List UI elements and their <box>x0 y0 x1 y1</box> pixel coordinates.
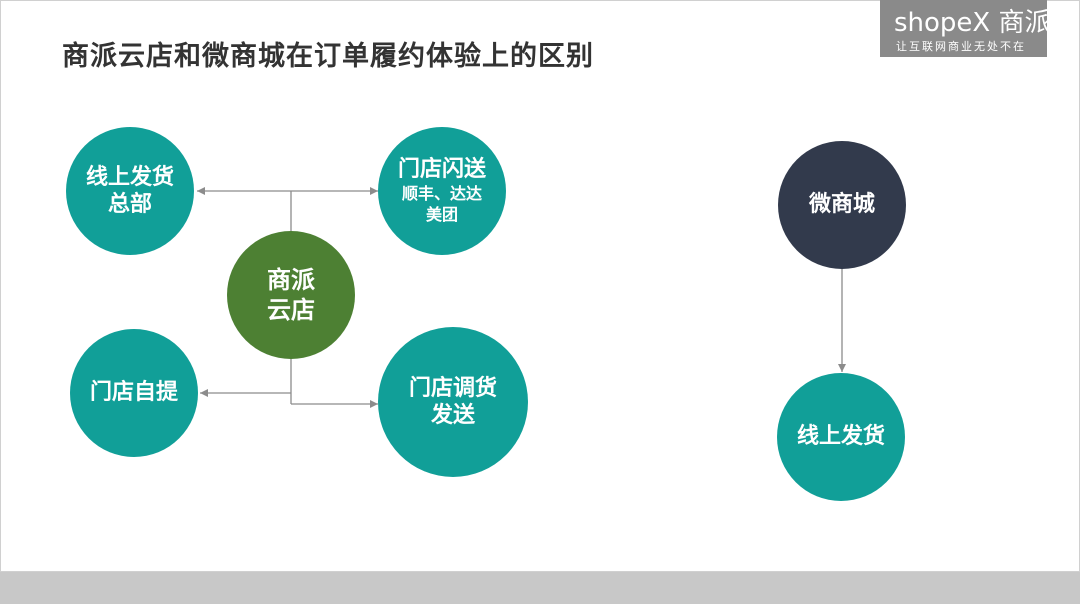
node-transfer-ship: 门店调货 发送 <box>378 327 528 477</box>
node-online-ship-line1: 线上发货 <box>796 424 885 450</box>
node-online-ship: 线上发货 <box>777 373 905 501</box>
node-flash-delivery-line2: 顺丰、达达 <box>401 183 482 203</box>
node-transfer-ship-line1: 门店调货 <box>408 375 497 401</box>
node-flash-delivery: 门店闪送 顺丰、达达 美团 <box>378 127 506 255</box>
shopex-logo: shopeX 商派 让互联网商业无处不在 <box>880 0 1051 57</box>
node-hub-line1: 商派 <box>267 266 315 294</box>
node-flash-delivery-line1: 门店闪送 <box>397 157 486 183</box>
logo-brand: shopeX 商派 <box>894 8 1051 38</box>
node-microstore: 微商城 <box>778 141 906 269</box>
node-online-hq-line1: 线上发货 <box>85 164 174 190</box>
node-transfer-ship-line2: 发送 <box>430 403 475 428</box>
node-microstore-line1: 微商城 <box>808 192 875 218</box>
node-online-hq-line2: 总部 <box>107 192 152 217</box>
node-online-hq: 线上发货 总部 <box>66 127 194 255</box>
logo-tagline: 让互联网商业无处不在 <box>896 40 1026 53</box>
node-self-pickup-line1: 门店自提 <box>89 380 178 406</box>
node-self-pickup: 门店自提 <box>70 329 198 457</box>
page-title: 商派云店和微商城在订单履约体验上的区别 <box>62 41 594 72</box>
node-hub-line2: 云店 <box>267 296 315 324</box>
node-hub: 商派 云店 <box>227 231 355 359</box>
bottom-bar <box>0 572 1080 604</box>
node-flash-delivery-line3: 美团 <box>425 204 458 224</box>
